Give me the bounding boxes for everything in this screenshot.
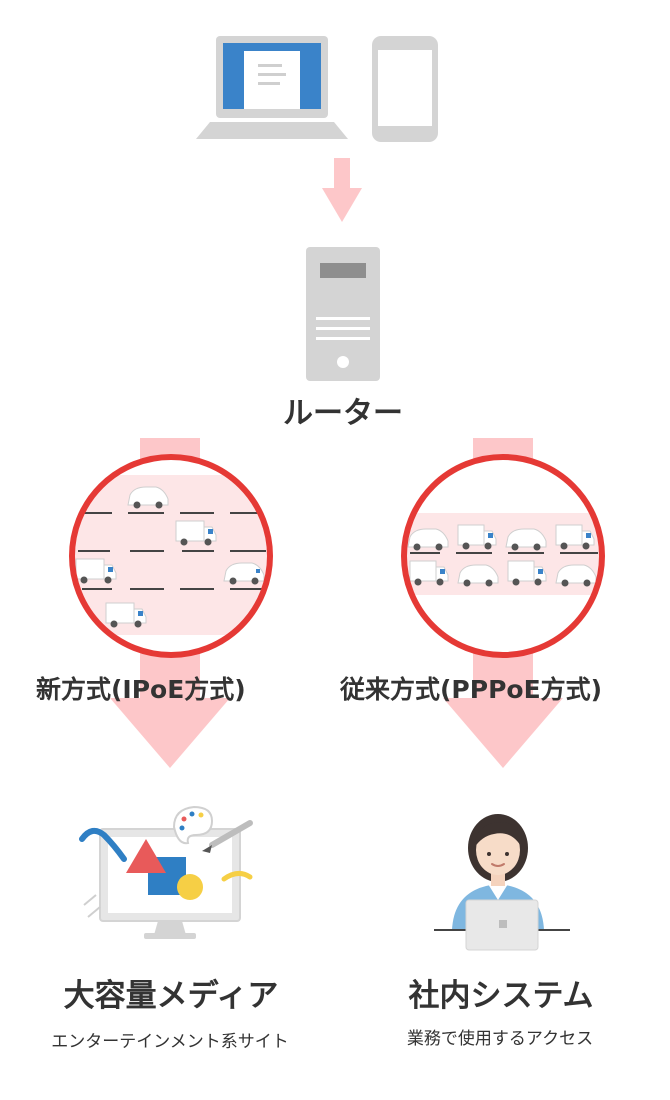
monitor-art-icon (79, 805, 253, 939)
truck-icon (507, 560, 547, 586)
ipoe-road-circle (69, 454, 273, 658)
car-icon (505, 528, 547, 551)
car-icon (223, 562, 265, 585)
truck-icon (175, 520, 217, 546)
truck-icon (105, 602, 147, 628)
truck-icon (75, 558, 117, 584)
router-server-icon (306, 247, 380, 381)
internal-caption: 業務で使用するアクセス (406, 1029, 594, 1049)
car-icon (457, 564, 499, 587)
woman-laptop-icon (434, 814, 570, 951)
arrow-down-devices (322, 158, 362, 222)
car-icon (407, 528, 449, 551)
media-title: 大容量メディア (63, 978, 279, 1014)
pppoe-road-circle (401, 454, 605, 658)
ipoe-label: 新方式(IPoE方式) (36, 675, 246, 704)
laptop-icon (196, 36, 348, 139)
truck-icon (409, 560, 449, 586)
internal-title: 社内システム (408, 978, 594, 1014)
truck-icon (457, 524, 497, 550)
smartphone-icon (372, 36, 438, 142)
car-icon (555, 564, 597, 587)
car-icon (127, 486, 169, 509)
pppoe-label: 従来方式(PPPoE方式) (340, 675, 603, 704)
truck-icon (555, 524, 595, 550)
router-label: ルーター (283, 396, 403, 431)
media-caption: エンターテインメント系サイト (51, 1032, 289, 1052)
